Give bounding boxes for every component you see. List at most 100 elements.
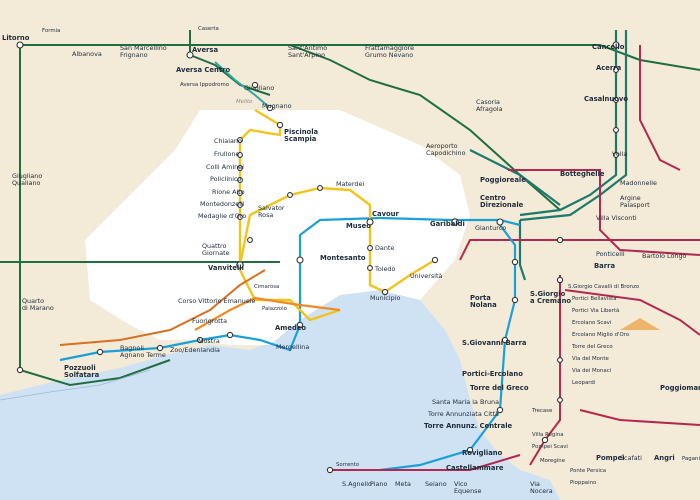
station-ponte-persica: Ponte Persica: [570, 468, 606, 474]
station-torre-annunziata: Torre Annunz. Centrale: [424, 422, 513, 430]
station-vanvitelli: Vanvitelli: [208, 264, 244, 272]
station-amedeo: Amedeo: [275, 324, 306, 332]
coast-suburbs: [0, 369, 151, 401]
station-municipio: Municipio: [370, 294, 401, 302]
station-colli-aminei: Colli Aminei: [206, 163, 244, 171]
station-aversa-ippodromo: Aversa Ippodromo: [180, 82, 229, 88]
station-pompei-scavi: Pompei Scavi: [532, 444, 568, 450]
station-aversa-centro: Aversa Centro: [176, 66, 230, 74]
station-frullone: Frullone: [214, 150, 239, 158]
station-bartolo-longo: Bartolo Longo: [642, 252, 687, 260]
station-trecase: Trecase: [531, 408, 553, 414]
eav-lines: [459, 45, 700, 466]
station-acerra: Acerra: [596, 64, 622, 72]
station-s-giorgio-cavalli: S.Giorgio Cavalli di Bronzo: [568, 284, 639, 290]
station-fuorigrotta: Fuorigrotta: [192, 317, 227, 325]
station-chiaiano: Chiaiano: [214, 137, 242, 145]
station-dante: Dante: [375, 244, 394, 252]
station-pompei: Pompei: [596, 454, 625, 462]
station-cancello: Cancello: [592, 43, 625, 51]
station-cavour: Cavour: [372, 210, 400, 218]
station-villa-regina: Villa Regina: [532, 432, 564, 438]
station-moregine: Moregine: [540, 458, 566, 464]
station-casalnuovo: Casalnuovo: [584, 95, 628, 103]
station-torre-greco-cv: Torre del Greco: [571, 344, 613, 350]
station-zoo: Zoo/Edenlandia: [170, 346, 220, 354]
station-torre-del-greco: Torre del Greco: [470, 384, 529, 392]
station-san-giovanni: S.Giovanni Barra: [462, 339, 527, 347]
station-portici-bellavista: Portici Bellavista: [572, 296, 617, 302]
labels: Litorno Formia Caserta Albanova San Marc…: [2, 26, 700, 495]
station-rovigliano: Rovigliano: [462, 449, 503, 457]
station-ercolano-miglio: Ercolano Miglio d'Oro: [572, 332, 629, 338]
station-volla: Volla: [612, 150, 627, 158]
station-museo: Museo: [346, 222, 371, 230]
station-mostra: Mostra: [198, 337, 220, 345]
station-ercolano-scavi: Ercolano Scavi: [572, 320, 611, 326]
station-portici: Portici-Ercolano: [462, 370, 523, 378]
station-sant-agnello: S.Agnello: [342, 480, 372, 488]
station-via-monte: Via del Monte: [572, 356, 610, 362]
station-leopardi: Leopardi: [572, 380, 595, 386]
station-meta: Meta: [395, 480, 411, 488]
station-palazzolo: Palazzolo: [262, 306, 287, 312]
station-villa-visconti: Villa Visconti: [596, 214, 637, 222]
station-portici-liberta: Portici Via Libertà: [572, 307, 619, 314]
station-rione-alto: Rione Alto: [212, 188, 245, 196]
station-caserta: Caserta: [198, 26, 219, 32]
station-giugliano: Giugliano: [244, 84, 274, 92]
station-madonnelle: Madonnelle: [620, 179, 657, 187]
station-mugnano: Mugnano: [262, 102, 292, 110]
station-botteghelle: Botteghelle: [560, 170, 605, 178]
station-albanova: Albanova: [72, 50, 102, 58]
station-scafati: Scafati: [620, 454, 642, 462]
station-cimarosa: Cimarosa: [254, 284, 279, 290]
station-gianturco: Gianturco: [475, 224, 506, 232]
stops: [16, 41, 620, 474]
station-ponticelli: Ponticelli: [596, 250, 625, 258]
metro-line-2: [59, 216, 521, 472]
station-piano: Piano: [370, 480, 387, 488]
station-mergellina: Mergellina: [276, 343, 309, 351]
station-universita: Università: [410, 272, 442, 280]
sea-area: [0, 290, 560, 500]
fs-lines: [0, 30, 700, 387]
vesuvius-icon: [620, 318, 660, 330]
station-formia: Formia: [42, 28, 60, 34]
station-policlinico: Policlinico: [210, 175, 241, 183]
station-corso-ve: Corso Vittorio Emanuele: [178, 297, 256, 305]
station-seiano: Seiano: [425, 480, 447, 488]
station-medaglie: Medaglie d'Oro: [198, 212, 246, 220]
station-toledo: Toledo: [374, 265, 395, 273]
station-aversa: Aversa: [192, 46, 218, 54]
sorrento-line: [330, 454, 521, 471]
station-pioppaino: Pioppaino: [570, 480, 596, 486]
station-torre-annunziata-citta: Torre Annunziata Città: [427, 410, 499, 418]
station-materdei: Materdei: [336, 180, 364, 188]
station-via-monaci: Via dei Monaci: [572, 368, 611, 374]
station-montedonzelli: Montedonzelli: [200, 200, 245, 208]
metro-line-6: [194, 296, 341, 331]
station-pagani: Pagani: [682, 456, 700, 462]
station-angri: Angri: [654, 454, 675, 462]
station-litorno: Litorno: [2, 34, 30, 42]
station-barra: Barra: [594, 262, 615, 270]
station-castellammare: Castellammare: [446, 464, 504, 472]
